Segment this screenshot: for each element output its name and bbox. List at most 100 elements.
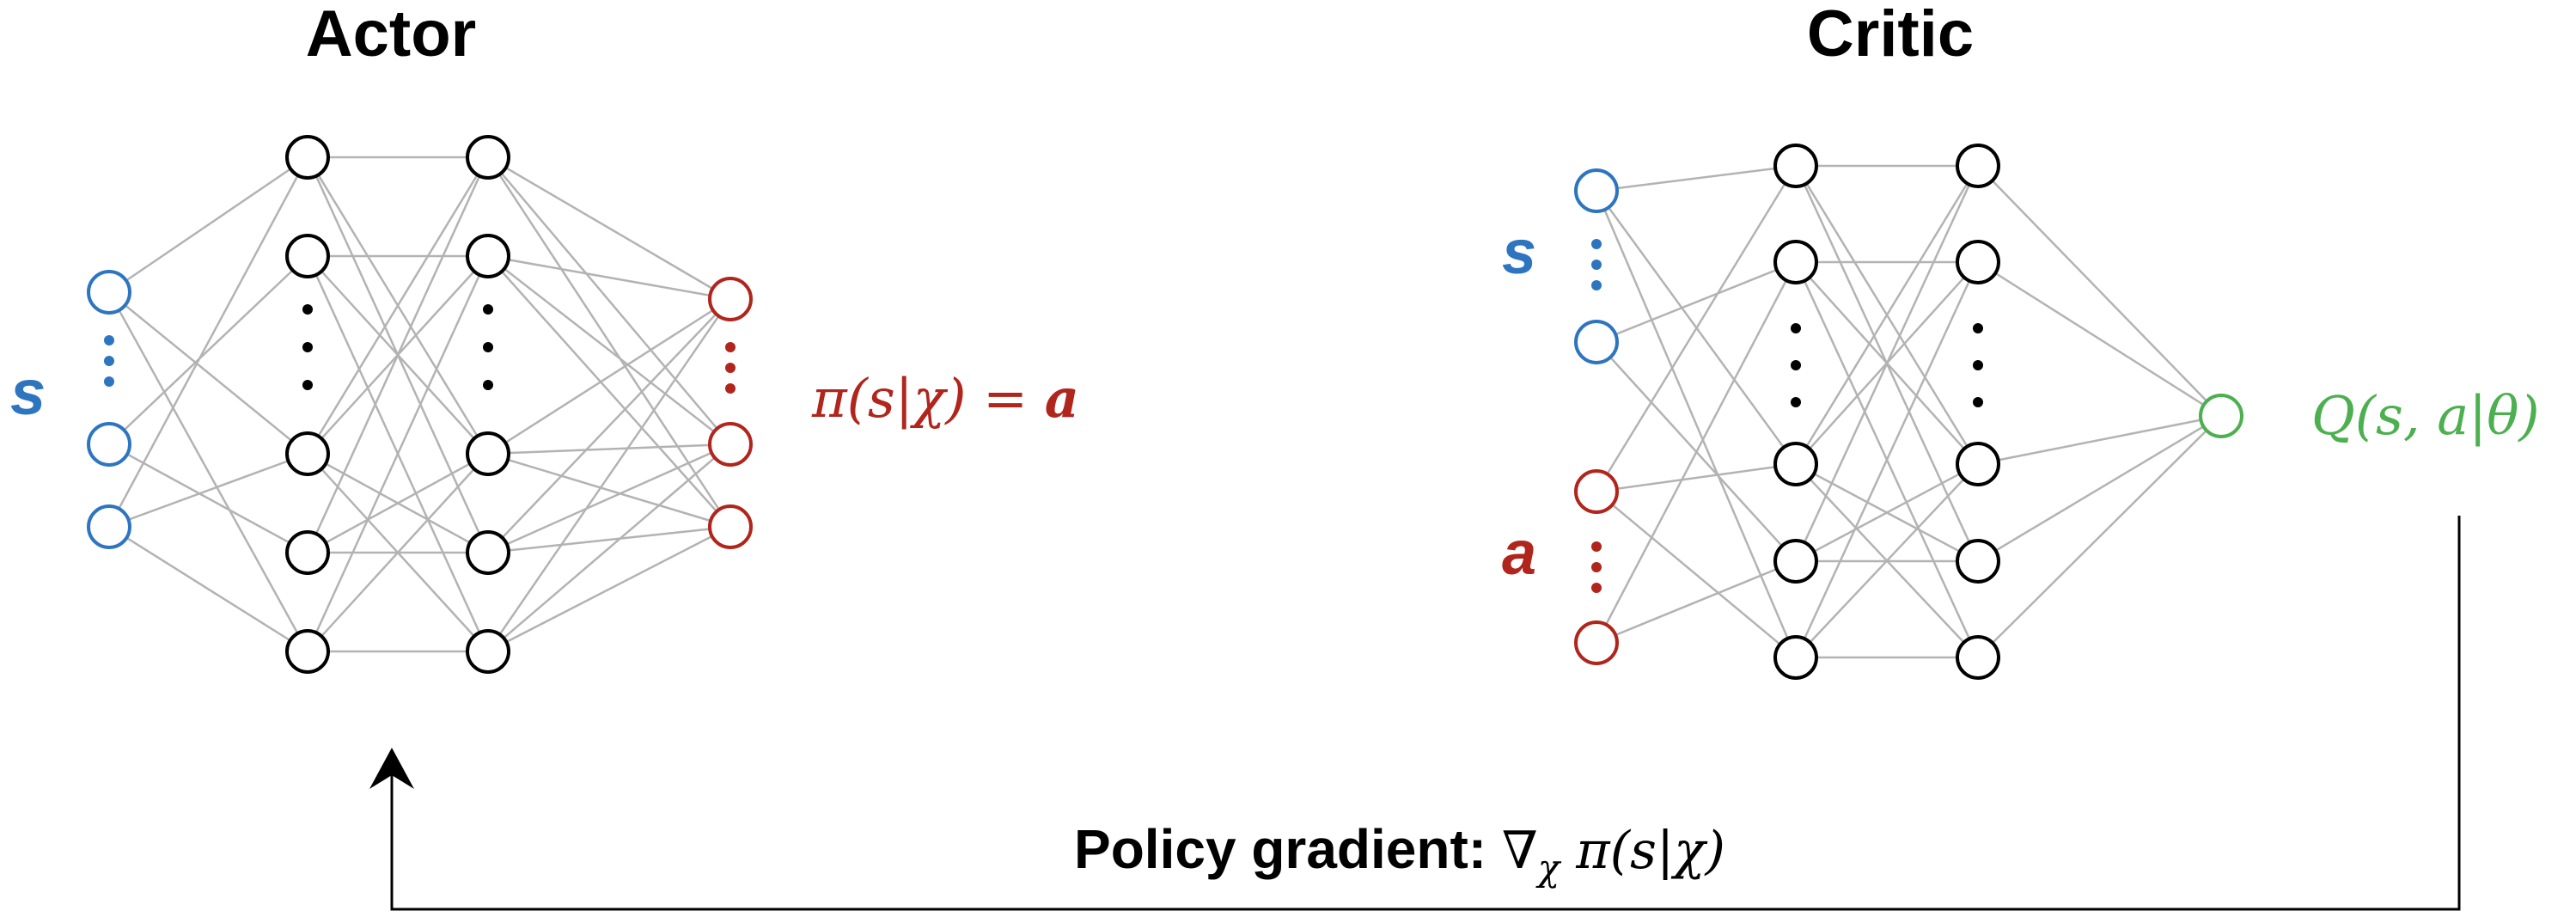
network-edge: [107, 156, 309, 528]
actor-input-ellipsis-dot: [104, 356, 114, 366]
network-edges: [107, 156, 2222, 659]
critic-hidden1-ellipsis-dot: [1791, 397, 1801, 407]
critic-hidden1-node-4: [1773, 539, 1818, 584]
critic-hidden2-node-3: [1956, 442, 2000, 486]
critic-hidden1-node-2: [1773, 240, 1818, 284]
network-edge: [487, 298, 731, 553]
critic-hidden2-node-5: [1956, 635, 2000, 680]
critic-title: Critic: [1807, 0, 1974, 70]
actor-output-node-1: [708, 277, 753, 321]
actor-action-symbol: a: [1045, 367, 1079, 430]
actor-input-ellipsis-dot: [104, 376, 114, 387]
actor-output-node-3: [708, 504, 753, 549]
network-edge: [108, 525, 308, 653]
critic-hidden1-node-1: [1773, 144, 1818, 188]
actor-hidden1-ellipsis-dot: [302, 304, 313, 315]
network-edge: [487, 443, 731, 652]
network-edge: [487, 297, 731, 455]
network-edge: [1595, 190, 1798, 658]
network-edge: [108, 255, 308, 445]
critic-state-node-1: [1574, 168, 1619, 213]
actor-hidden1-node-5: [285, 629, 330, 674]
critic-output-node-1: [2199, 394, 2243, 438]
policy-gradient-caption: Policy gradient: ∇χ π(s|χ): [1074, 818, 1725, 889]
actor-hidden2-ellipsis-dot: [483, 342, 493, 352]
critic-hidden2-node-1: [1956, 144, 2000, 188]
critic-action-ellipsis-dot: [1591, 562, 1602, 572]
actor-output-ellipsis-dot: [725, 342, 736, 352]
actor-output-ellipsis-dot: [725, 383, 736, 394]
actor-hidden1-node-1: [285, 135, 330, 180]
actor-hidden2-node-4: [466, 530, 510, 575]
network-edge: [1596, 260, 1797, 344]
network-edge: [306, 156, 490, 553]
actor-hidden1-node-2: [285, 234, 330, 278]
network-edge: [107, 291, 309, 652]
critic-action-node-2: [1574, 620, 1619, 665]
network-edge: [1795, 463, 1979, 658]
network-edge: [1795, 462, 1979, 563]
actor-policy-formula: π(s|χ) =: [811, 367, 1045, 430]
actor-hidden2-ellipsis-dot: [483, 380, 493, 390]
actor-hidden1-node-3: [285, 431, 330, 476]
critic-state-label: s: [1502, 218, 1536, 287]
network-edge: [306, 156, 490, 455]
actor-hidden2-node-2: [466, 234, 510, 278]
network-edge: [1596, 559, 1797, 645]
network-edge: [1977, 414, 2222, 563]
network-edge: [306, 255, 490, 652]
network-edge: [108, 452, 308, 529]
critic-action-ellipsis-dot: [1591, 583, 1602, 593]
critic-state-ellipsis-dot: [1591, 239, 1602, 249]
actor-input-node-1: [87, 270, 131, 315]
network-edge: [487, 255, 731, 528]
critic-hidden2-ellipsis-dot: [1973, 360, 1983, 370]
network-edge: [486, 298, 732, 652]
actor-policy-output-label: π(s|χ) = a: [811, 367, 1079, 430]
actor-hidden2-node-3: [466, 431, 510, 476]
policy-gradient-formula: π(s|χ): [1560, 821, 1725, 881]
nabla-subscript: χ: [1535, 847, 1562, 889]
actor-hidden2-node-5: [466, 629, 510, 674]
critic-action-node-1: [1574, 469, 1619, 514]
network-edge: [1977, 415, 2222, 658]
network-nodes: [87, 135, 2243, 680]
arrowhead-up-icon: [369, 748, 414, 789]
critic-hidden1-ellipsis-dot: [1791, 323, 1801, 333]
network-edge: [108, 443, 308, 554]
critic-state-ellipsis-dot: [1591, 280, 1602, 290]
network-edge: [1596, 164, 1797, 193]
critic-hidden1-ellipsis-dot: [1791, 360, 1801, 370]
policy-gradient-label: Policy gradient:: [1074, 818, 1502, 880]
critic-hidden1-node-3: [1773, 442, 1818, 486]
network-edge: [1596, 462, 1797, 493]
network-edge: [487, 443, 731, 554]
critic-hidden2-ellipsis-dot: [1973, 397, 1983, 407]
network-edge: [307, 452, 489, 554]
actor-input-state-label: s: [10, 357, 46, 428]
network-edge: [487, 443, 731, 455]
critic-hidden2-node-4: [1956, 539, 2000, 584]
policy-gradient-feedback-line: [390, 516, 2461, 911]
network-edge: [487, 452, 731, 529]
actor-hidden1-ellipsis-dot: [302, 342, 313, 352]
actor-output-node-2: [708, 422, 753, 467]
actor-input-node-3: [87, 504, 131, 549]
network-edge: [487, 525, 731, 554]
critic-hidden1-node-5: [1773, 635, 1818, 680]
network-edge: [1596, 491, 1797, 658]
actor-hidden1-node-4: [285, 530, 330, 575]
network-edge: [108, 291, 308, 455]
actor-input-node-2: [87, 422, 131, 467]
critic-action-ellipsis-dot: [1591, 541, 1602, 552]
network-edge: [1794, 261, 1980, 658]
network-edge: [487, 156, 731, 301]
network-edge: [487, 254, 731, 301]
network-edge: [1977, 165, 2222, 417]
critic-state-node-2: [1574, 320, 1619, 364]
network-edge: [487, 525, 731, 653]
nabla-symbol: ∇: [1502, 821, 1538, 881]
actor-hidden2-node-1: [466, 135, 510, 180]
actor-hidden2-ellipsis-dot: [483, 304, 493, 315]
